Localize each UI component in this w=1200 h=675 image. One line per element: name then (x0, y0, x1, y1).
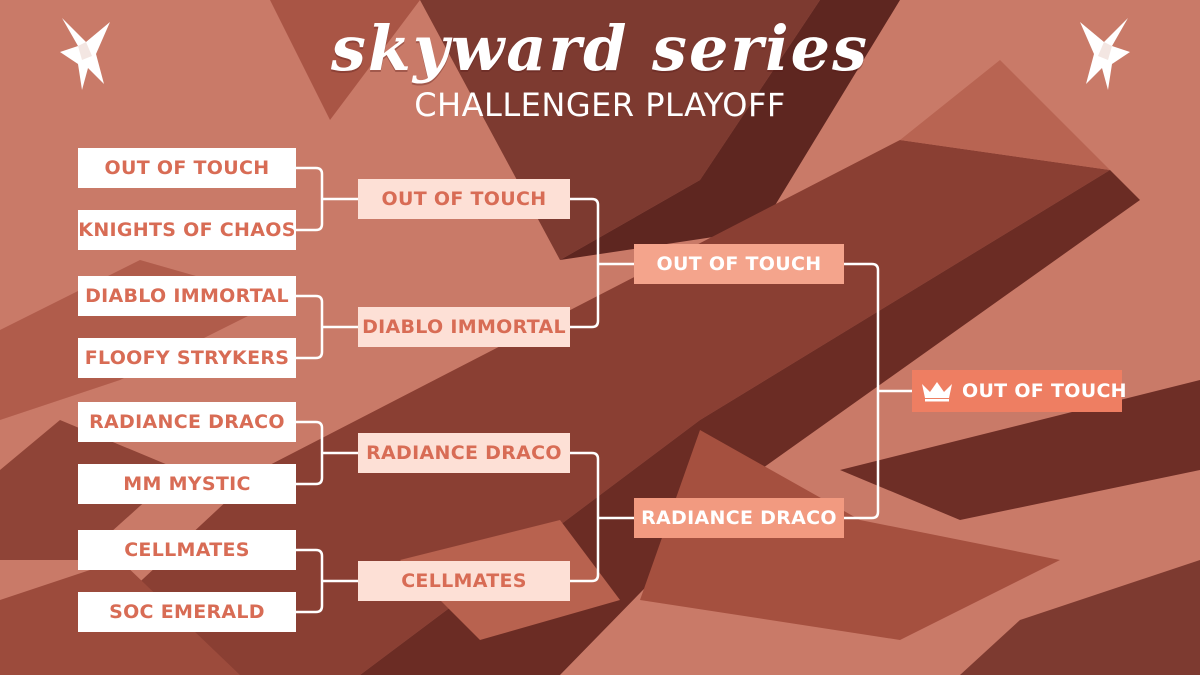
round2-team: DIABLO IMMORTAL (358, 307, 570, 347)
event-subtitle: CHALLENGER PLAYOFF (414, 86, 786, 124)
crown-icon (922, 382, 952, 402)
semifinal-team: OUT OF TOUCH (634, 244, 844, 284)
round1-team: CELLMATES (78, 530, 296, 570)
round1-team: SOC EMERALD (78, 592, 296, 632)
dove-icon (1080, 18, 1130, 90)
round2-team: RADIANCE DRACO (358, 433, 570, 473)
round1-team: DIABLO IMMORTAL (78, 276, 296, 316)
round1-team: RADIANCE DRACO (78, 402, 296, 442)
round1-team: MM MYSTIC (78, 464, 296, 504)
round2-team: CELLMATES (358, 561, 570, 601)
champion-name: OUT OF TOUCH (962, 380, 1127, 402)
champion-box: OUT OF TOUCH (912, 370, 1127, 412)
round2-team: OUT OF TOUCH (358, 179, 570, 219)
round1-team: KNIGHTS OF CHAOS (78, 210, 296, 250)
semifinal-team: RADIANCE DRACO (634, 498, 844, 538)
round1-team: FLOOFY STRYKERS (78, 338, 296, 378)
event-title: skyward series (331, 12, 869, 85)
dove-icon (60, 18, 110, 90)
round1-team: OUT OF TOUCH (78, 148, 296, 188)
